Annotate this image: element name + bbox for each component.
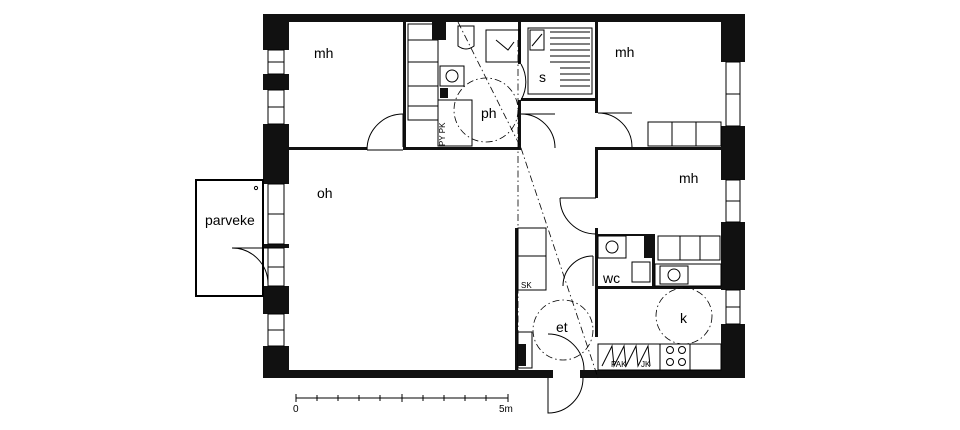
fixture-label-pak: PAK <box>611 360 627 369</box>
windows-right <box>725 61 741 325</box>
scale-bar: 0 5m <box>293 394 513 415</box>
room-label-ph: ph <box>481 105 497 121</box>
entry-turning-circle <box>532 299 594 361</box>
room-label-wc: wc <box>602 270 620 286</box>
guide-lines <box>457 21 599 379</box>
scale-end-label: 5m <box>499 404 513 415</box>
sauna-bench <box>527 27 593 95</box>
balcony <box>195 179 269 297</box>
outer-walls <box>263 14 745 378</box>
room-label-parveke: parveke <box>205 212 255 228</box>
wc-fixtures <box>597 235 652 283</box>
doors <box>366 63 633 414</box>
windows-left <box>267 49 285 347</box>
interior-walls <box>289 22 721 378</box>
room-label-et: et <box>556 319 568 335</box>
room-label-mh-1: mh <box>314 45 333 61</box>
room-label-oh: oh <box>317 185 333 201</box>
room-label-mh-3: mh <box>679 170 698 186</box>
fixture-label-sk: SK <box>521 281 532 290</box>
room-label-k: k <box>680 310 688 326</box>
scale-start-label: 0 <box>293 404 299 415</box>
room-label-mh-2: mh <box>615 44 634 60</box>
fixture-label-jk: JK <box>641 360 651 369</box>
bathroom-fixtures <box>407 22 521 147</box>
fixture-label-py-pk: PY PK <box>438 122 447 146</box>
wardrobes <box>517 121 722 369</box>
kitchen-fixtures <box>597 263 722 371</box>
room-label-s: s <box>539 69 546 85</box>
